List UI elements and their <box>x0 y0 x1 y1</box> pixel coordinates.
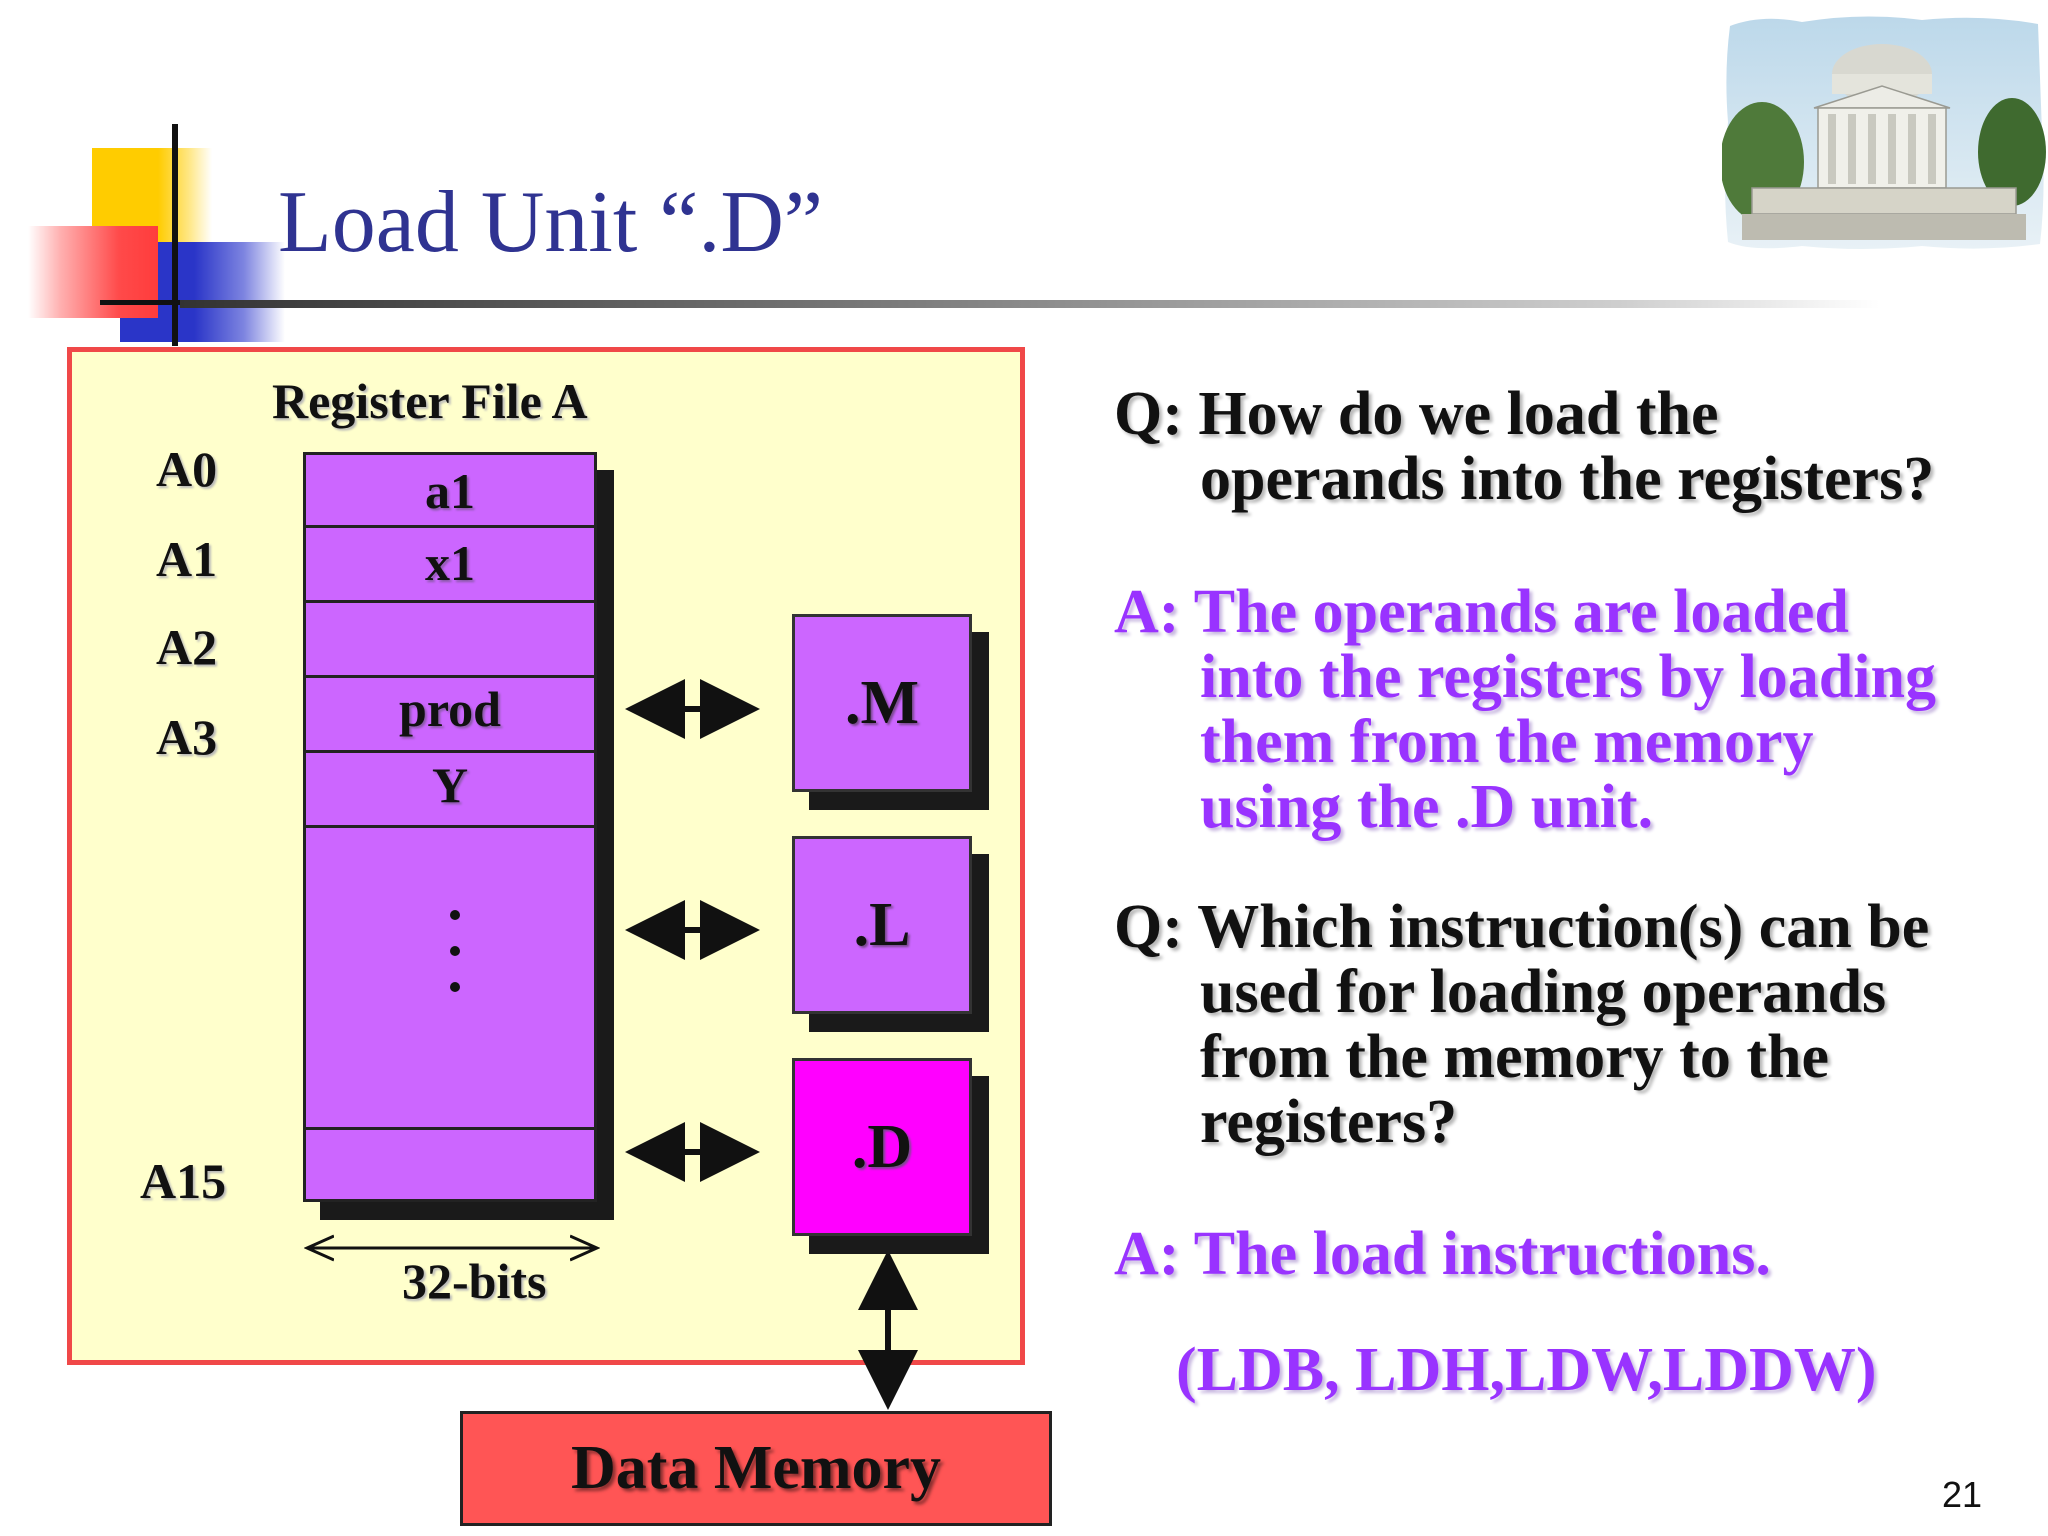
register-a1-content: x1 <box>425 535 475 591</box>
data-memory-box: Data Memory <box>460 1411 1052 1526</box>
answer-2-line: A: The load instructions. <box>1114 1220 1771 1288</box>
question-2-line: Q: Which instruction(s) can be <box>1114 893 1930 961</box>
answer-1-line: A: The operands are loaded <box>1114 578 1849 646</box>
register-label-a1: A1 <box>156 531 218 587</box>
answer-2-line: (LDB, LDH,LDW,LDDW) <box>1176 1336 1877 1404</box>
answer-1-line: into the registers by loading <box>1200 643 1936 711</box>
answer-1-line: using the .D unit. <box>1200 773 1654 841</box>
register-label-a3: A3 <box>156 709 218 765</box>
question-2-line: registers? <box>1200 1088 1458 1156</box>
question-1-line: Q: How do we load the <box>1114 380 1719 448</box>
ellipsis-dot <box>450 910 460 920</box>
register-a3-content: prod <box>399 681 501 737</box>
register-divider <box>303 675 597 678</box>
building-photo <box>1722 16 2046 250</box>
register-divider <box>303 1127 597 1130</box>
answer-1: A: The operands are loaded into the regi… <box>1114 580 1936 840</box>
page-number: 21 <box>1942 1474 1983 1515</box>
register-divider <box>303 525 597 528</box>
question-1: Q: How do we load the operands into the … <box>1114 382 1934 512</box>
unit-d-box: .D <box>792 1058 972 1236</box>
bits-width-label: 32-bits <box>402 1253 547 1309</box>
question-2-line: used for loading operands <box>1200 958 1887 1026</box>
unit-l-box: .L <box>792 836 972 1014</box>
decorative-vertical-line <box>172 124 178 346</box>
slide-title: Load Unit “.D” <box>278 174 823 271</box>
unit-m-box: .M <box>792 614 972 792</box>
answer-2: A: The load instructions. <box>1114 1222 1771 1287</box>
question-2-line: from the memory to the <box>1200 1023 1829 1091</box>
register-divider <box>303 750 597 753</box>
register-label-a0: A0 <box>156 441 218 497</box>
title-underline <box>180 300 1880 308</box>
question-1-line: operands into the registers? <box>1200 445 1935 513</box>
register-file-title: Register File A <box>272 373 588 429</box>
register-a0-content: a1 <box>425 463 475 519</box>
ellipsis-dot <box>450 982 460 992</box>
ellipsis-dot <box>450 946 460 956</box>
register-divider <box>303 600 597 603</box>
register-a4-content: Y <box>431 757 469 813</box>
register-label-a15: A15 <box>140 1153 227 1209</box>
register-divider <box>303 825 597 828</box>
answer-1-line: them from the memory <box>1200 708 1814 776</box>
question-2: Q: Which instruction(s) can be used for … <box>1114 895 1929 1155</box>
load-instruction-list: (LDB, LDH,LDW,LDDW) <box>1176 1338 1876 1403</box>
register-label-a2: A2 <box>156 619 218 675</box>
